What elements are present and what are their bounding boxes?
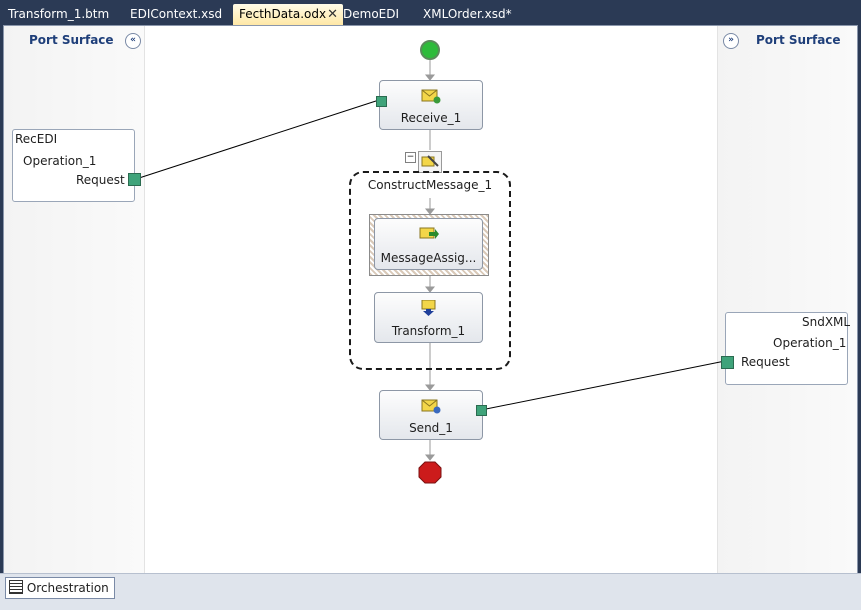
- orchestration-tab[interactable]: Orchestration: [5, 577, 115, 599]
- orchestration-tab-label: Orchestration: [26, 581, 109, 595]
- flow-arrow: [424, 286, 436, 293]
- send-connector[interactable]: [476, 405, 487, 416]
- transform-shape[interactable]: Transform_1: [374, 292, 483, 343]
- tab-edicontext-xsd[interactable]: EDIContext.xsd: [124, 4, 234, 25]
- shape-label: Transform_1: [391, 324, 466, 338]
- port-sndxml[interactable]: SndXML Operation_1 Request: [721, 312, 851, 385]
- construct-message-icon: [418, 151, 442, 173]
- port-message: Request: [741, 355, 790, 369]
- port-name: RecEDI: [15, 132, 58, 146]
- designer-bottom-bar: Orchestration: [0, 573, 861, 610]
- collapse-left-icon[interactable]: «: [125, 33, 141, 49]
- document-tab-bar: Transform_1.btm EDIContext.xsd FecthData…: [0, 0, 861, 25]
- tab-label: DemoEDI: [343, 7, 400, 21]
- tab-demoedi[interactable]: DemoEDI: [337, 4, 413, 25]
- port-surface-title: Port Surface: [756, 33, 841, 47]
- port-surface-title: Port Surface: [29, 33, 114, 47]
- port-connector[interactable]: [128, 173, 141, 186]
- port-operation: Operation_1: [773, 336, 847, 350]
- message-assignment-icon: [419, 227, 439, 239]
- tab-label: EDIContext.xsd: [130, 7, 223, 21]
- construct-message-label: ConstructMessage_1: [367, 178, 493, 192]
- close-icon[interactable]: ✕: [327, 7, 338, 22]
- grid-icon: [9, 580, 23, 594]
- construct-message-scope[interactable]: [349, 171, 511, 370]
- flow-arrow: [424, 384, 436, 391]
- receive-shape[interactable]: Receive_1: [379, 80, 483, 130]
- receive-envelope-icon: [421, 89, 441, 104]
- tab-label: XMLOrder.xsd*: [423, 7, 512, 21]
- start-shape: [420, 40, 440, 60]
- port-name: SndXML: [802, 315, 851, 329]
- port-operation: Operation_1: [23, 154, 97, 168]
- shape-label: Receive_1: [400, 111, 462, 125]
- end-shape: [418, 461, 442, 484]
- flow-arrow: [424, 208, 436, 215]
- tab-fecthdata-odx[interactable]: FecthData.odx ✕: [233, 4, 343, 25]
- tab-label: FecthData.odx: [239, 7, 327, 21]
- collapse-right-icon[interactable]: »: [723, 33, 739, 49]
- send-port-wire: [480, 360, 726, 411]
- flow-arrow: [424, 454, 436, 461]
- shape-label: MessageAssig...: [380, 251, 477, 265]
- port-recedi[interactable]: RecEDI Operation_1 Request: [12, 129, 141, 202]
- tab-xmlorder-xsd[interactable]: XMLOrder.xsd*: [417, 4, 523, 25]
- send-shape[interactable]: Send_1: [379, 390, 483, 440]
- right-port-surface: » Port Surface: [717, 26, 857, 574]
- receive-port-wire: [135, 99, 380, 180]
- tab-label: Transform_1.btm: [8, 7, 110, 21]
- port-message: Request: [76, 173, 125, 187]
- flow-arrow: [424, 74, 436, 81]
- transform-icon: [421, 300, 435, 316]
- collapse-construct-icon[interactable]: −: [405, 152, 416, 163]
- shape-label: Send_1: [409, 421, 453, 435]
- send-envelope-icon: [421, 399, 441, 414]
- port-connector[interactable]: [721, 356, 734, 369]
- receive-connector[interactable]: [376, 96, 387, 107]
- orchestration-designer-canvas[interactable]: Port Surface « » Port Surface Re: [3, 25, 858, 575]
- wires-layer: [135, 40, 726, 484]
- tab-transform-btm[interactable]: Transform_1.btm: [2, 4, 123, 25]
- message-assignment-shape[interactable]: MessageAssig...: [374, 218, 483, 270]
- left-port-surface: Port Surface «: [4, 26, 145, 574]
